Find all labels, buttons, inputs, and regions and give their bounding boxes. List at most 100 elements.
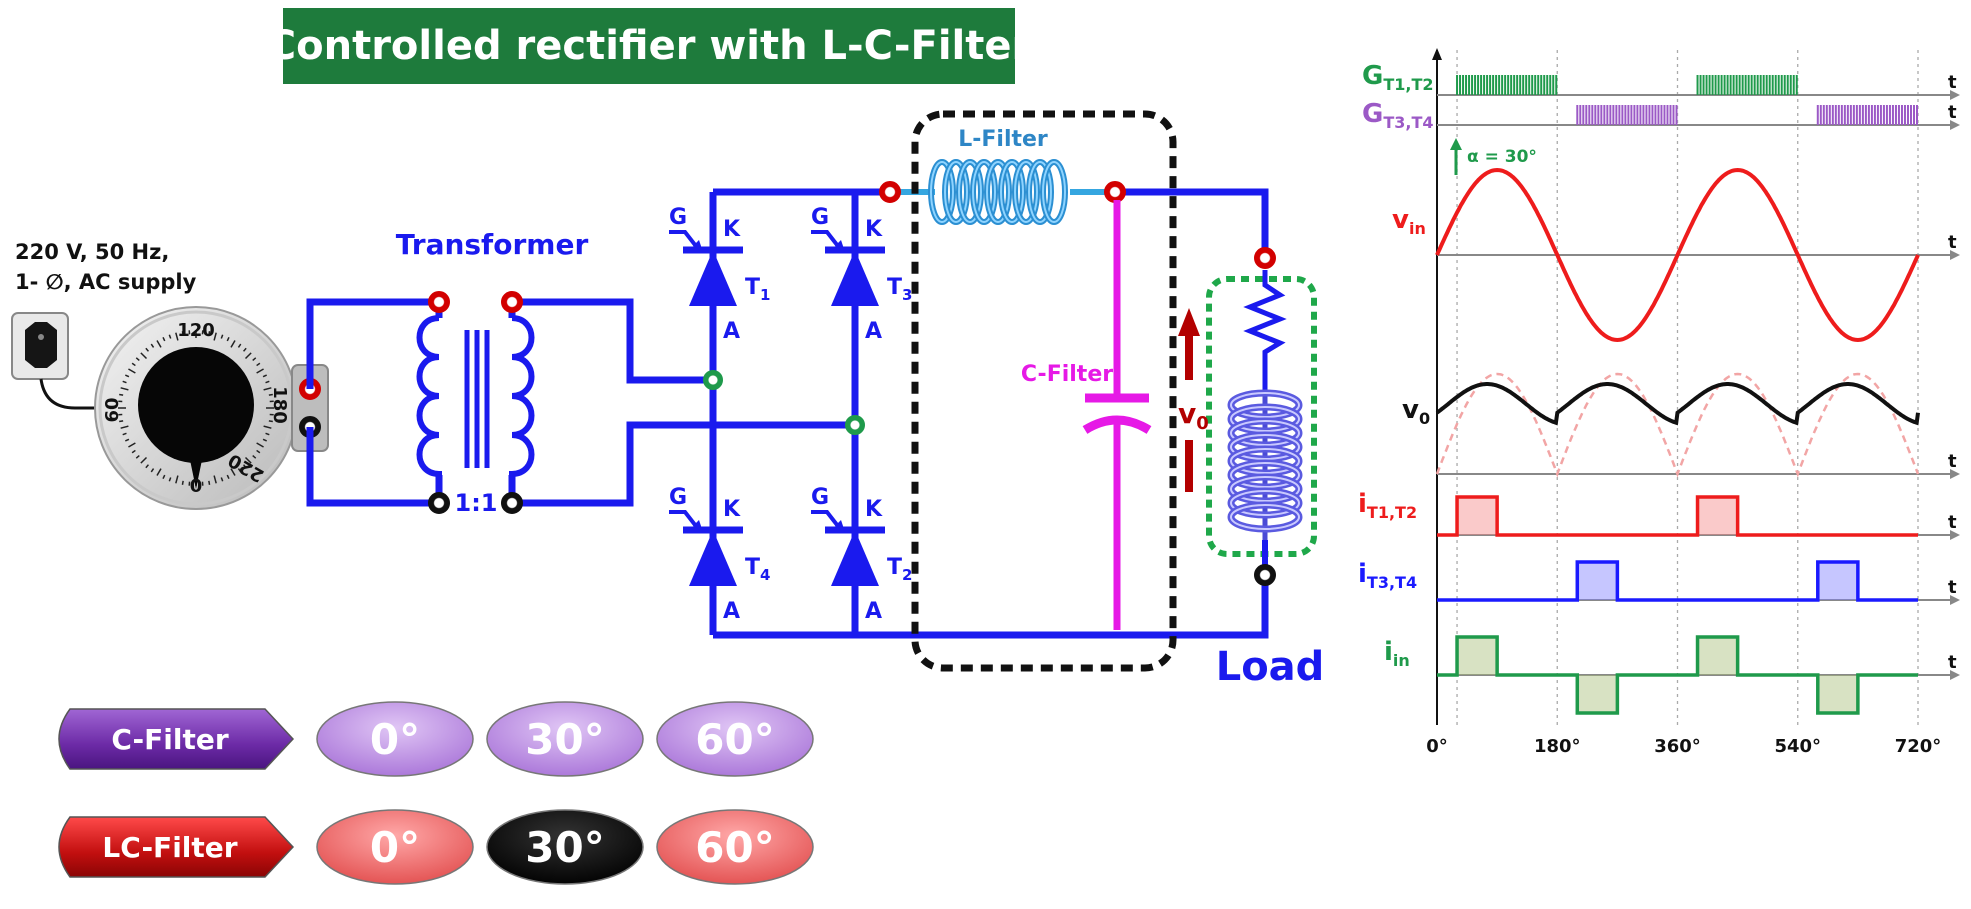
dial-label-0: 0 — [190, 474, 203, 495]
transformer: Transformer 1:1 — [396, 228, 589, 517]
signal-subscript: in — [1393, 651, 1410, 670]
x-tick-label: 180° — [1534, 736, 1581, 757]
thyristor-name: T2 — [887, 555, 912, 584]
anode-label: A — [865, 599, 882, 624]
supply-line-2: 1- ∅, AC supply — [15, 270, 197, 294]
transformer-ratio: 1:1 — [455, 489, 498, 517]
ac-supply-label: 220 V, 50 Hz, 1- ∅, AC supply — [15, 240, 197, 294]
wall-socket-icon — [11, 312, 100, 410]
signal-label: iT3,T4 — [1358, 559, 1417, 592]
option-angle-label: 60° — [695, 823, 774, 872]
time-axis-label: t — [1948, 512, 1957, 533]
lc-filter-option-0[interactable]: 0° — [316, 809, 474, 885]
c-filter-option-1[interactable]: 30° — [486, 701, 644, 777]
thyristor-name: T4 — [745, 555, 770, 584]
thyristor-t1: G K AT1 — [669, 205, 770, 344]
anode-label: A — [723, 599, 740, 624]
cathode-label: K — [723, 497, 741, 522]
time-axis-label: t — [1948, 232, 1957, 253]
signal-symbol: G — [1362, 99, 1383, 129]
gate-label: G — [811, 205, 829, 230]
lc-filter-label-button[interactable]: LC-Filter — [58, 816, 295, 878]
c-filter-option-0[interactable]: 0° — [316, 701, 474, 777]
signal-subscript: T3,T4 — [1383, 113, 1433, 132]
option-angle-label: 60° — [695, 715, 774, 764]
control-row-label: C-Filter — [111, 723, 229, 756]
transformer-label: Transformer — [396, 228, 589, 261]
option-angle-label: 0° — [370, 823, 420, 872]
anode-label: A — [865, 319, 882, 344]
c-filter-option-2[interactable]: 60° — [656, 701, 814, 777]
signal-symbol: i — [1384, 637, 1393, 667]
thyristor-name: T1 — [745, 275, 770, 304]
thyristor-name: T3 — [887, 275, 912, 304]
x-tick-label: 360° — [1654, 736, 1701, 757]
load-resistor — [1243, 270, 1287, 390]
signal-label: iin — [1384, 637, 1410, 670]
c-filter-label-button[interactable]: C-Filter — [58, 708, 295, 770]
load-label: Load — [1216, 644, 1325, 690]
supply-line-1: 220 V, 50 Hz, — [15, 240, 169, 264]
vin-waveform — [1435, 167, 1920, 343]
signal-subscript: T1,T2 — [1383, 75, 1433, 94]
bridge-node-right — [845, 415, 865, 435]
variac-dial[interactable]: 120 60 180 0 220 — [94, 306, 298, 510]
signal-label: vin — [1392, 205, 1426, 238]
secondary-top-node — [501, 291, 523, 313]
x-tick-label: 540° — [1774, 736, 1821, 757]
signal-symbol: v — [1402, 395, 1419, 425]
lc-filter-option-2[interactable]: 60° — [656, 809, 814, 885]
thyristor-t3: G K AT3 — [811, 205, 912, 344]
time-axis-label: t — [1948, 577, 1957, 598]
dial-label-60: 60 — [102, 397, 123, 422]
waveform-chart: tttttttGT1,T2GT3,T4vinv0iT1,T2iT3,T4iinα… — [1358, 48, 1960, 757]
l-filter-label: L-Filter — [958, 127, 1048, 152]
option-angle-label: 30° — [525, 715, 604, 764]
signal-label: iT1,T2 — [1358, 489, 1417, 522]
v0-waveform — [1435, 382, 1920, 426]
option-angle-label: 0° — [370, 715, 420, 764]
page-title: Controlled rectifier with L-C-Filter — [267, 23, 1032, 69]
x-tick-label: 720° — [1895, 736, 1942, 757]
signal-symbol: v — [1392, 205, 1409, 235]
lc-filter-option-1[interactable]: 30° — [486, 809, 644, 885]
c-filter-label: C-Filter — [1021, 362, 1113, 387]
option-angle-label: 30° — [525, 823, 604, 872]
signal-subscript: T1,T2 — [1367, 503, 1417, 522]
load-boundary — [1206, 276, 1317, 557]
anode-label: A — [723, 319, 740, 344]
dial-tick-marks — [118, 330, 274, 486]
alpha-label: α = 30° — [1467, 147, 1537, 167]
cathode-label: K — [865, 217, 883, 242]
gate-label: G — [811, 485, 829, 510]
primary-top-node — [428, 291, 450, 313]
primary-bottom-node — [428, 492, 450, 514]
time-axis-label: t — [1948, 102, 1957, 123]
dial-label-120: 120 — [177, 320, 215, 341]
signal-symbol: G — [1362, 61, 1383, 91]
x-tick-label: 0° — [1426, 736, 1448, 757]
cathode-label: K — [723, 217, 741, 242]
load-inductor — [1227, 389, 1303, 540]
control-row-label: LC-Filter — [102, 831, 237, 864]
signal-label: GT3,T4 — [1362, 99, 1434, 132]
svg-text:v0: v0 — [1178, 397, 1209, 434]
load-v0-subscript: 0 — [1196, 413, 1209, 434]
time-axis-label: t — [1948, 72, 1957, 93]
load: Load v0 — [1178, 247, 1325, 690]
signal-subscript: in — [1409, 219, 1426, 238]
load-v0-symbol: v — [1178, 397, 1196, 430]
variac-terminal-block — [291, 364, 329, 452]
gate-label: G — [669, 205, 687, 230]
signal-subscript: T3,T4 — [1367, 573, 1417, 592]
time-axis-label: t — [1948, 451, 1957, 472]
signal-label: v0 — [1402, 395, 1430, 428]
time-axis-label: t — [1948, 652, 1957, 673]
title-banner: Controlled rectifier with L-C-Filter — [267, 8, 1032, 84]
dial-label-180: 180 — [269, 386, 290, 424]
signal-label: GT1,T2 — [1362, 61, 1434, 94]
secondary-bottom-node — [501, 492, 523, 514]
l-filter-inductor: L-Filter — [879, 127, 1126, 225]
